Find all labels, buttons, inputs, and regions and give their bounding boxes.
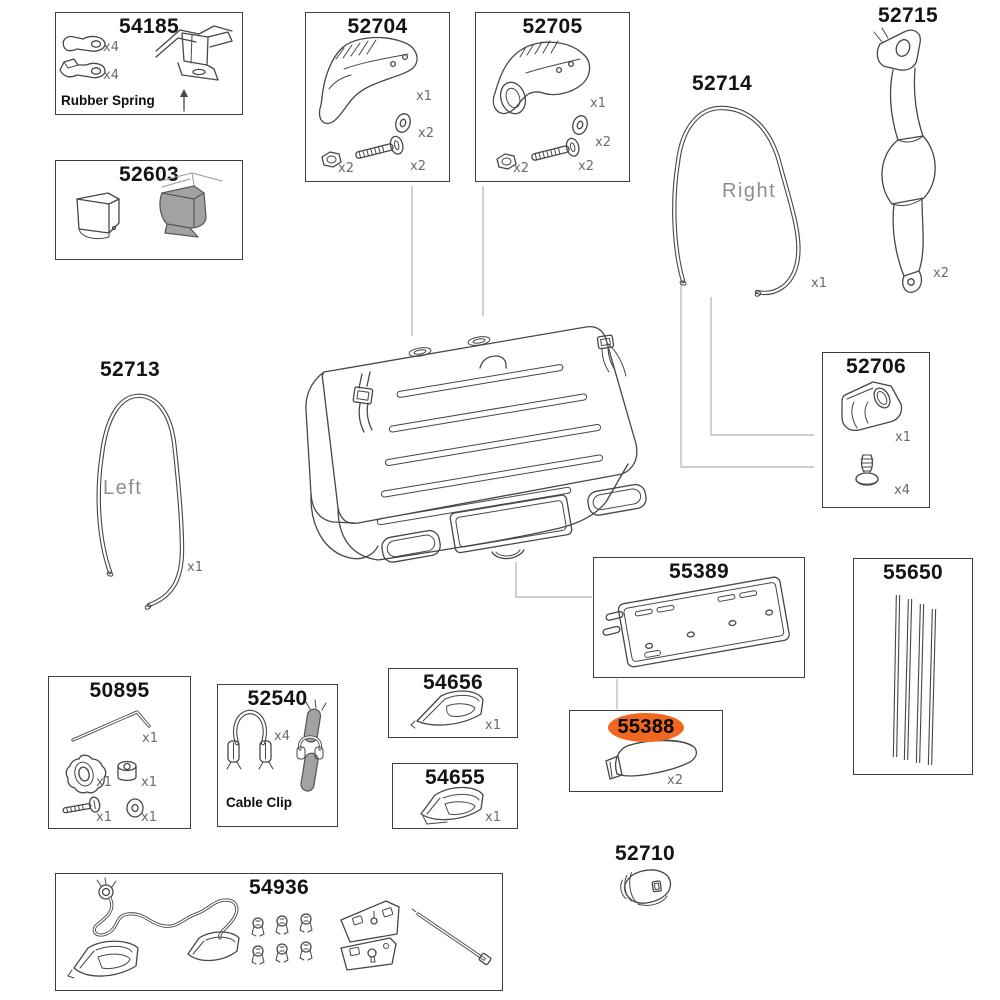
part-number: 54656 [423, 671, 483, 694]
right-frame-drawing [672, 105, 801, 297]
part-box-52603[interactable]: 52603 [55, 160, 243, 260]
part-number: 55389 [669, 560, 729, 583]
rubber-pad-drawing [605, 739, 697, 780]
part-box-54656[interactable]: 54656 x1 [388, 668, 518, 738]
qty-label: x2 [578, 159, 594, 174]
part-number: 55650 [883, 561, 943, 584]
highlight-badge: 55388 [608, 713, 684, 742]
part-number: 54185 [119, 15, 179, 38]
part-group-52714[interactable]: 52714 Right x1 [650, 70, 830, 305]
lamp-cover-drawing [410, 690, 484, 729]
part-box-52705[interactable]: 52705 x1 x2 x2 [475, 12, 630, 182]
part-box-52706[interactable]: 52706 x1 x4 [822, 352, 930, 508]
part-number: 54936 [249, 876, 309, 899]
qty-label: x1 [142, 731, 158, 746]
qty-label: x1 [187, 560, 203, 575]
qty-label: x2 [513, 161, 529, 176]
part-number: 52706 [846, 355, 906, 378]
qty-label: x1 [485, 810, 501, 825]
qty-label: x4 [103, 68, 119, 83]
qty-label: x1 [895, 430, 911, 445]
part-box-52704[interactable]: 52704 x1 x2 x2 x2 [305, 12, 450, 182]
part-number: 55388 [617, 716, 675, 738]
rubber-spring-drawing [59, 25, 233, 112]
cover-hardware-drawing [492, 40, 591, 170]
part-number: 52713 [100, 358, 160, 381]
part-box-52540[interactable]: 52540 x4 Cable Clip [217, 684, 338, 827]
part-number: 54655 [425, 766, 485, 789]
qty-label: x2 [667, 773, 683, 788]
knob-hardware-drawing [62, 710, 151, 818]
strap-arm-drawing [873, 27, 936, 293]
qty-label: x1 [96, 810, 112, 825]
part-number: 52714 [692, 72, 752, 95]
qty-label: x2 [418, 126, 434, 141]
qty-label: x4 [103, 40, 119, 55]
part-number: 52705 [522, 15, 583, 38]
part-caption: Rubber Spring [61, 93, 155, 108]
part-caption: Cable Clip [226, 795, 293, 810]
cable-clip-drawing [226, 699, 327, 792]
qty-label: x1 [96, 775, 112, 790]
part-number: 50895 [89, 679, 150, 702]
part-box-55650[interactable]: 55650 [853, 558, 973, 775]
qty-label: x1 [416, 89, 432, 104]
trim-strips-drawing [892, 594, 937, 766]
part-box-55389[interactable]: 55389 [593, 557, 805, 678]
qty-label: x2 [933, 266, 949, 281]
part-number: 52704 [347, 15, 408, 38]
qty-label: x2 [410, 159, 426, 174]
part-group-52715[interactable]: 52715 x2 [845, 4, 980, 299]
light-kit-drawing [67, 877, 492, 979]
cover-hardware-drawing [318, 36, 418, 168]
qty-label: x2 [338, 161, 354, 176]
qty-label: x1 [141, 810, 157, 825]
part-box-50895[interactable]: 50895 x1 x1 x1 [48, 676, 191, 829]
qty-label: x2 [595, 135, 611, 150]
part-box-54185[interactable]: 54185 x4 x4 [55, 12, 243, 115]
part-box-55388[interactable]: 55388 x2 [569, 710, 723, 792]
lamp-cover-drawing [420, 786, 484, 825]
qty-label: x1 [485, 718, 501, 733]
part-number: 52710 [615, 842, 675, 865]
part-box-54655[interactable]: 54655 x1 [392, 763, 518, 829]
part-group-52710[interactable]: 52710 [580, 840, 710, 920]
qty-label: x4 [274, 729, 290, 744]
qty-label: x1 [141, 775, 157, 790]
part-number: 52715 [878, 4, 938, 27]
corner-bracket-drawing [841, 381, 903, 486]
qty-label: x1 [590, 96, 606, 111]
side-label: Left [103, 477, 143, 499]
qty-label: x4 [894, 483, 910, 498]
side-label: Right [722, 180, 777, 202]
part-box-54936[interactable]: 54936 [55, 873, 503, 991]
knob-drawing [620, 869, 671, 906]
part-group-52713[interactable]: 52713 Left x1 [60, 355, 220, 620]
qty-label: x1 [811, 276, 827, 291]
left-frame-drawing [96, 393, 185, 610]
plate-holder-drawing [602, 576, 790, 668]
bracket-drawing [76, 172, 223, 240]
cargo-box-main-drawing [305, 326, 647, 563]
part-number: 52540 [247, 687, 308, 710]
